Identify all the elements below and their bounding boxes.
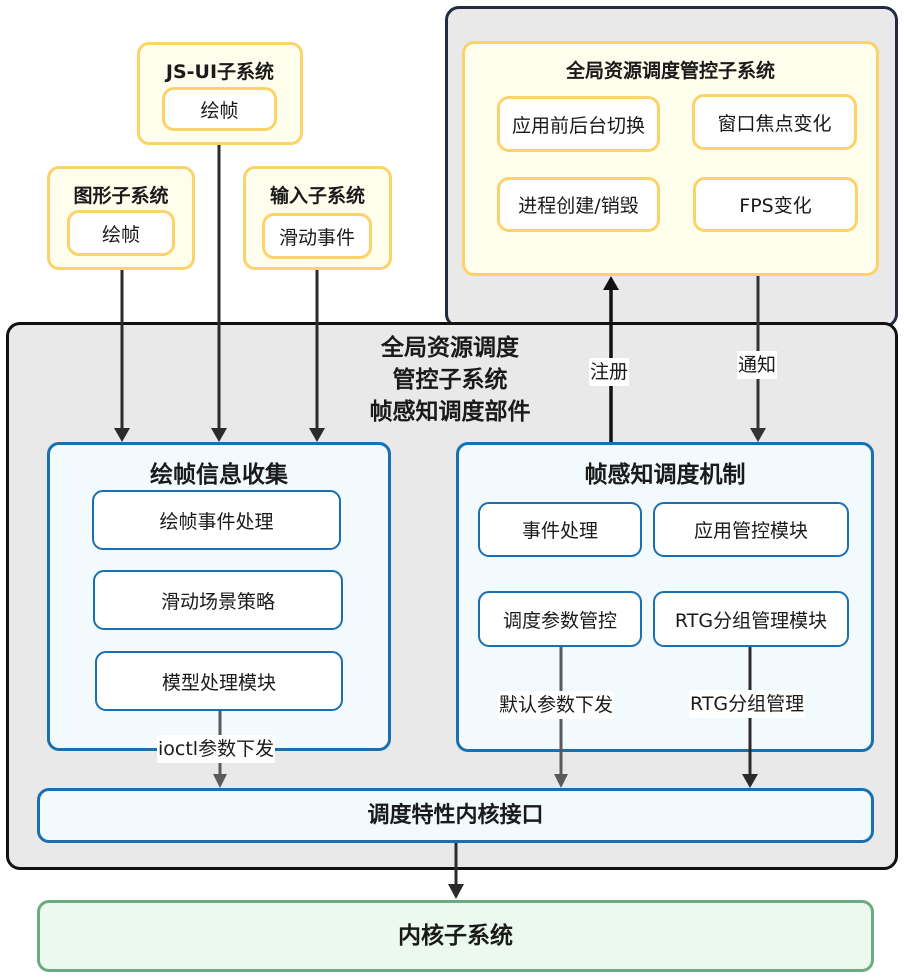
component-title-line-2: 管控子系统 [392, 367, 508, 393]
item-window-focus-change: 窗口焦点变化 [692, 94, 857, 150]
global-resource-subsystem: 全局资源调度管控子系统 [462, 41, 879, 276]
slide-scene-strategy: 滑动场景策略 [93, 570, 343, 630]
item-process-create-destroy: 进程创建/销毁 [497, 177, 660, 232]
graphics-draw-frame: 绘帧 [67, 210, 175, 256]
jsui-title: JS-UI子系统 [165, 61, 275, 83]
label-ioctl: ioctl参数下发 [157, 735, 276, 763]
rtg-group-management-module: RTG分组管理模块 [653, 591, 849, 647]
jsui-draw-frame: 绘帧 [162, 87, 277, 131]
item-app-fg-bg-switch: 应用前后台切换 [497, 96, 660, 152]
global-resource-title: 全局资源调度管控子系统 [565, 60, 775, 82]
label-rtg-group-management: RTG分组管理 [689, 690, 806, 718]
draw-frame-event-handling: 绘帧事件处理 [92, 490, 341, 550]
component-title-line-3: 帧感知调度部件 [369, 399, 531, 425]
frame-info-collection-title: 绘帧信息收集 [150, 462, 288, 488]
input-slide-event: 滑动事件 [262, 213, 372, 259]
graphics-title: 图形子系统 [73, 185, 169, 207]
item-fps-change: FPS变化 [693, 177, 858, 232]
component-title-line-1: 全局资源调度 [381, 335, 519, 361]
label-notify: 通知 [737, 351, 778, 379]
label-register: 注册 [589, 358, 630, 386]
scheduling-param-control: 调度参数管控 [478, 591, 642, 647]
label-default-params: 默认参数下发 [498, 691, 615, 719]
kernel-subsystem: 内核子系统 [37, 900, 874, 972]
sched-kernel-interface: 调度特性内核接口 [37, 788, 874, 843]
mechanism-title: 帧感知调度机制 [584, 462, 746, 488]
model-processing-module: 模型处理模块 [95, 651, 343, 711]
component-title: 全局资源调度 管控子系统 帧感知调度部件 [330, 332, 570, 428]
event-handling: 事件处理 [478, 502, 642, 557]
input-title: 输入子系统 [269, 185, 365, 207]
app-control-module: 应用管控模块 [653, 502, 849, 557]
